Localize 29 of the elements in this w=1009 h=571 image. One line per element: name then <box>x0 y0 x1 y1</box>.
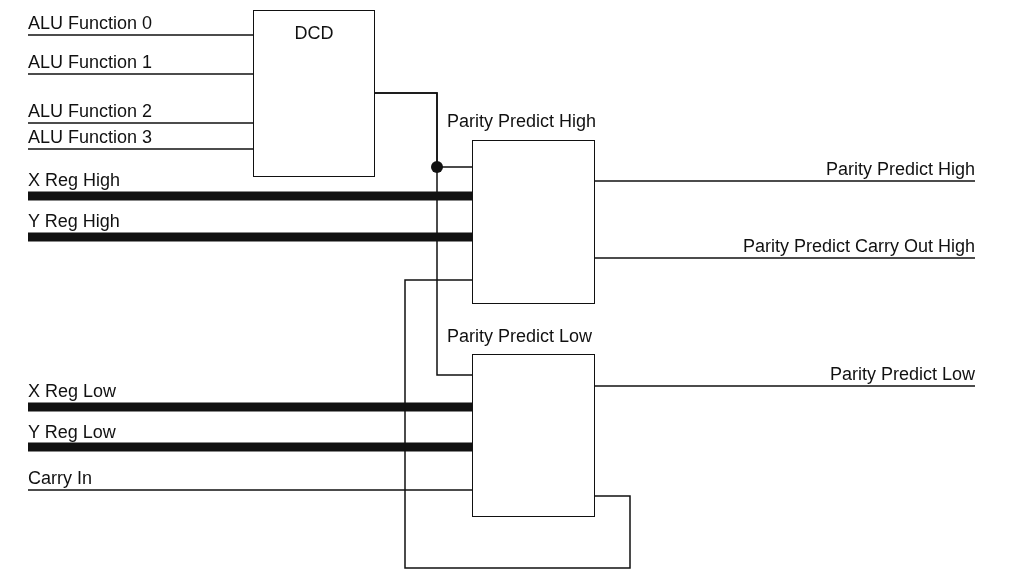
block-title: Parity Predict Low <box>447 326 593 346</box>
signal-line <box>27 489 473 491</box>
bus-line <box>28 442 472 452</box>
bus-line <box>28 402 472 412</box>
block-title: Parity Predict High <box>447 111 597 131</box>
bus-line <box>28 232 472 242</box>
signal-line <box>27 73 254 75</box>
signal-line <box>594 257 976 259</box>
signal-name: ALU Function 3 <box>28 127 153 149</box>
signal-line <box>27 34 254 36</box>
signal-name: X Reg Low <box>28 381 117 403</box>
signal-name: Y Reg High <box>28 211 120 233</box>
signal-name: ALU Function 1 <box>28 52 153 74</box>
signal-name: Carry In <box>28 468 92 490</box>
bus-line <box>28 191 472 201</box>
signal-line <box>374 92 473 376</box>
signal-name: Parity Predict Carry Out High <box>742 236 975 258</box>
decoder-box: DCD <box>253 10 375 177</box>
signal-name: Parity Predict Low <box>829 364 975 386</box>
signal-name: ALU Function 2 <box>28 101 153 123</box>
signal-line <box>404 279 631 569</box>
signal-line <box>594 385 976 387</box>
signal-name: Parity Predict High <box>825 159 975 181</box>
signal-line <box>27 122 254 124</box>
signal-name: X Reg High <box>28 170 121 192</box>
signal-name: Y Reg Low <box>28 422 116 444</box>
signal-line <box>594 180 976 182</box>
signal-name: ALU Function 0 <box>28 13 153 35</box>
signal-line <box>27 148 254 150</box>
